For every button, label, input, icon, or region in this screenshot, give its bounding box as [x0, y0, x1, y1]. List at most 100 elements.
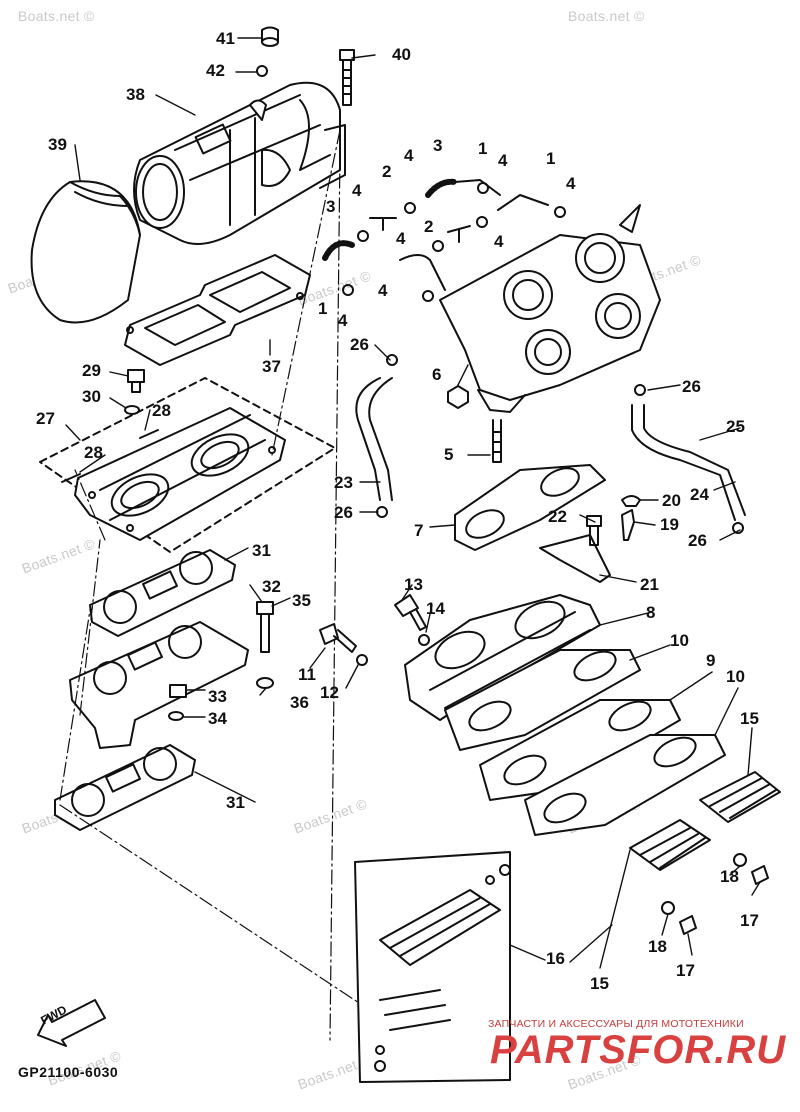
callout-4: 4: [404, 146, 414, 165]
gasket-10-rear: [524, 734, 726, 836]
callout-16: 16: [546, 949, 565, 968]
callout-17: 17: [740, 911, 759, 930]
bolt-17a: [751, 865, 769, 885]
watermark: Boats.net ©: [568, 8, 645, 24]
screw-19: [621, 509, 635, 541]
bolt-35: [256, 601, 274, 653]
callout-13: 13: [404, 575, 423, 594]
callout-36: 36: [290, 693, 309, 712]
spacer-plate-9: [479, 699, 681, 801]
bracket-21: [539, 534, 611, 583]
callout-30: 30: [82, 387, 101, 406]
guide-line: [59, 129, 416, 1041]
callout-3: 3: [326, 197, 336, 216]
nut-6: [447, 385, 469, 409]
spring-hose-3: [322, 178, 458, 291]
washer-18b: [661, 901, 675, 915]
o-ring-42: [256, 65, 268, 77]
callout-42: 42: [206, 61, 225, 80]
callout-25: 25: [726, 417, 745, 436]
exhaust-manifold-27: [39, 377, 336, 553]
gasket-31-lower: [54, 744, 196, 831]
washer-30: [124, 405, 140, 415]
callout-34: 34: [208, 709, 227, 728]
callout-19: 19: [660, 515, 679, 534]
watermark: Boats.net ©: [18, 8, 95, 24]
callout-38: 38: [126, 85, 145, 104]
t-joint-2: [369, 217, 471, 243]
washer-36: [256, 677, 274, 689]
reed-valve-15a: [629, 819, 711, 871]
callout-35: 35: [292, 591, 311, 610]
stud-5: [492, 419, 502, 463]
washer-12: [356, 654, 368, 666]
long-bolt-40: [339, 49, 355, 106]
pin-28a: [139, 429, 159, 439]
bolt-13: [394, 594, 427, 631]
callout-32: 32: [262, 577, 281, 596]
callout-23: 23: [334, 473, 353, 492]
callout-8: 8: [646, 603, 656, 622]
callout-40: 40: [392, 45, 411, 64]
callout-26: 26: [350, 335, 369, 354]
callout-6: 6: [432, 365, 442, 384]
callout-21: 21: [640, 575, 659, 594]
callout-31: 31: [252, 541, 271, 560]
callout-31: 31: [226, 793, 245, 812]
callout-4: 4: [396, 229, 406, 248]
callout-4: 4: [494, 232, 504, 251]
muffler-assembly: [133, 81, 346, 245]
rubber-elbow-hose: [30, 180, 141, 324]
callout-10: 10: [726, 667, 745, 686]
callout-37: 37: [262, 357, 281, 376]
reed-valve-inset-16: [354, 851, 511, 1083]
callout-2: 2: [424, 217, 434, 236]
diagram-code: GP21100-6030: [18, 1064, 119, 1080]
callout-15: 15: [740, 709, 759, 728]
callout-41: 41: [216, 29, 235, 48]
leader-lines: [65, 37, 761, 969]
callout-33: 33: [208, 687, 227, 706]
clamp-26a: [386, 354, 398, 366]
clip-4: [342, 182, 566, 302]
callout-11: 11: [298, 665, 316, 684]
callout-18: 18: [648, 937, 667, 956]
washer-34: [168, 711, 184, 721]
carburetor-assembly: [439, 204, 661, 413]
callout-26: 26: [688, 531, 707, 550]
callout-22: 22: [548, 507, 567, 526]
callout-1: 1: [546, 149, 556, 168]
callout-24: 24: [690, 485, 709, 504]
callout-5: 5: [444, 445, 454, 464]
callout-4: 4: [378, 281, 388, 300]
callout-7: 7: [414, 521, 424, 540]
brand-logo: PARTSFOR.RU: [490, 1028, 787, 1072]
callout-2: 2: [382, 162, 392, 181]
callout-4: 4: [566, 174, 576, 193]
callout-17: 17: [676, 961, 695, 980]
callout-39: 39: [48, 135, 67, 154]
callout-29: 29: [82, 361, 101, 380]
callout-1: 1: [318, 299, 328, 318]
callout-4: 4: [338, 311, 348, 330]
intake-manifold-8: [404, 594, 601, 721]
bolt-33: [169, 684, 187, 698]
callout-26: 26: [334, 503, 353, 522]
callout-20: 20: [662, 491, 681, 510]
bolt-17b: [679, 915, 697, 935]
callout-26: 26: [682, 377, 701, 396]
cap-41: [261, 26, 279, 47]
bolt-11: [319, 623, 357, 653]
washer-18a: [733, 853, 747, 867]
callout-4: 4: [352, 181, 362, 200]
washer-14: [418, 634, 430, 646]
callout-27: 27: [36, 409, 55, 428]
bolt-29: [127, 369, 145, 393]
callout-14: 14: [426, 599, 445, 618]
callout-12: 12: [320, 683, 339, 702]
intermediate-plate-32: [69, 621, 249, 749]
brand-caption: ЗАПЧАСТИ И АКСЕССУАРЫ ДЛЯ МОТОТЕХНИКИ: [488, 1018, 744, 1030]
callout-15: 15: [590, 974, 609, 993]
gasket-31-upper: [89, 549, 236, 637]
